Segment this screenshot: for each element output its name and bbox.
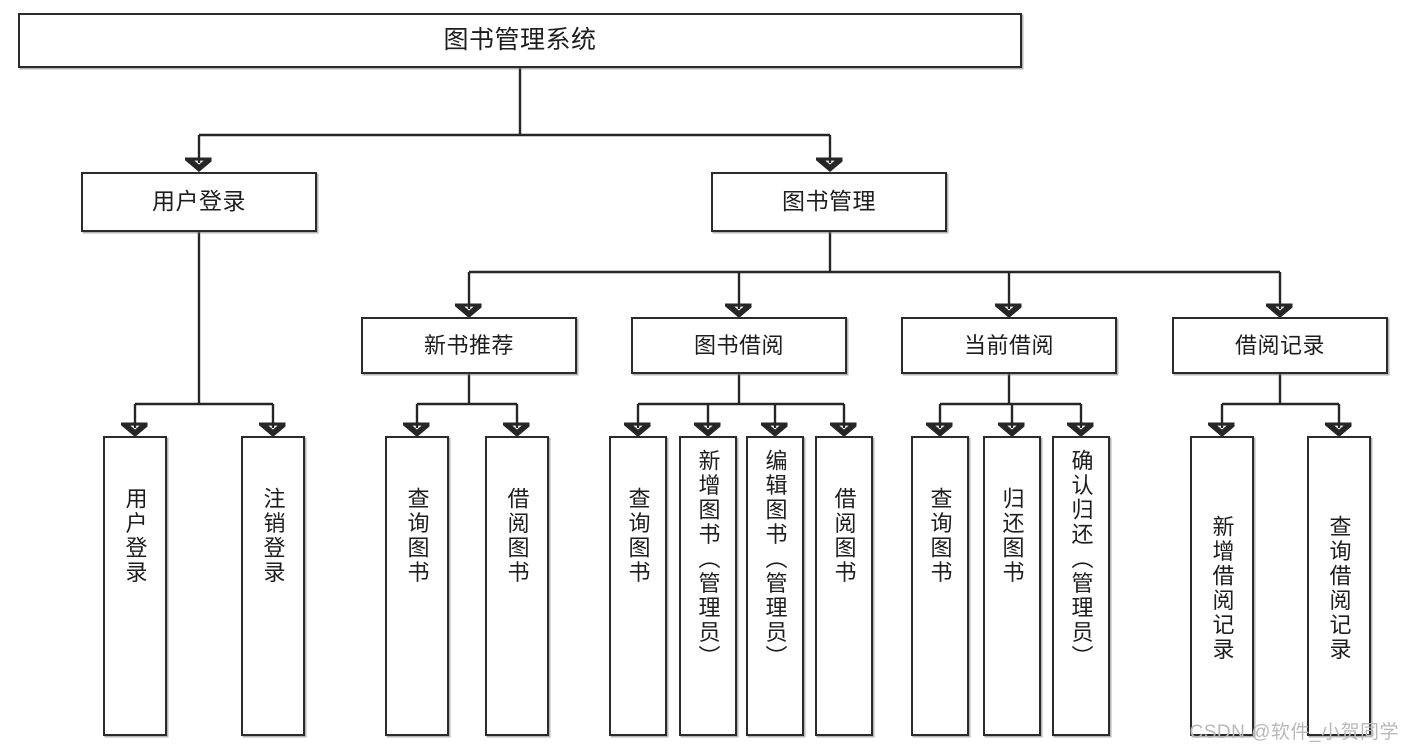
watermark-text: CSDN @软件_小贺同学 (1189, 722, 1399, 743)
node-leaf-query-record[interactable]: 查询借阅记录 (1307, 436, 1371, 736)
node-leaf-borrow-book-1-label: 借阅图书 (504, 487, 530, 585)
node-leaf-return-book-label: 归还图书 (999, 487, 1025, 585)
node-current-borrow-label: 当前借阅 (963, 332, 1054, 358)
node-root[interactable]: 图书管理系统 (18, 13, 1022, 68)
node-user-login-label: 用户登录 (152, 188, 246, 215)
node-leaf-confirm-return-label: 确认归还（管理员） (1068, 449, 1094, 670)
node-leaf-query-record-label: 查询借阅记录 (1326, 515, 1352, 662)
node-current-borrow[interactable]: 当前借阅 (901, 317, 1117, 374)
node-leaf-query-book-2[interactable]: 查询图书 (609, 436, 667, 736)
node-new-book-recommend-label: 新书推荐 (423, 332, 514, 358)
node-leaf-edit-book[interactable]: 编辑图书（管理员） (746, 436, 804, 736)
node-leaf-add-record-label: 新增借阅记录 (1209, 515, 1235, 662)
node-book-borrow-label: 图书借阅 (693, 332, 784, 358)
node-leaf-add-book-label: 新增图书（管理员） (695, 449, 721, 670)
node-leaf-query-book-3-label: 查询图书 (927, 487, 953, 585)
node-leaf-add-book[interactable]: 新增图书（管理员） (679, 436, 737, 736)
node-book-manage-label: 图书管理 (782, 188, 876, 215)
node-leaf-borrow-book-1[interactable]: 借阅图书 (485, 436, 549, 736)
node-new-book-recommend[interactable]: 新书推荐 (361, 317, 577, 374)
node-leaf-borrow-book-2[interactable]: 借阅图书 (815, 436, 873, 736)
node-root-label: 图书管理系统 (443, 25, 597, 54)
node-leaf-query-book-2-label: 查询图书 (625, 487, 651, 585)
node-book-borrow[interactable]: 图书借阅 (631, 317, 847, 374)
node-leaf-user-login[interactable]: 用户登录 (103, 436, 167, 736)
node-user-login[interactable]: 用户登录 (81, 172, 317, 232)
node-book-manage[interactable]: 图书管理 (711, 172, 947, 232)
node-leaf-query-book-3[interactable]: 查询图书 (911, 436, 969, 736)
node-leaf-confirm-return[interactable]: 确认归还（管理员） (1052, 436, 1110, 736)
node-borrow-record[interactable]: 借阅记录 (1172, 317, 1388, 374)
node-leaf-add-record[interactable]: 新增借阅记录 (1190, 436, 1254, 736)
node-leaf-query-book-1-label: 查询图书 (404, 487, 430, 585)
node-leaf-logout-login[interactable]: 注销登录 (241, 436, 305, 736)
node-leaf-borrow-book-2-label: 借阅图书 (831, 487, 857, 585)
node-leaf-query-book-1[interactable]: 查询图书 (385, 436, 449, 736)
node-leaf-user-login-label: 用户登录 (122, 487, 148, 585)
node-leaf-edit-book-label: 编辑图书（管理员） (762, 449, 788, 670)
node-leaf-logout-login-label: 注销登录 (260, 487, 286, 585)
node-leaf-return-book[interactable]: 归还图书 (983, 436, 1041, 736)
node-borrow-record-label: 借阅记录 (1234, 332, 1325, 358)
